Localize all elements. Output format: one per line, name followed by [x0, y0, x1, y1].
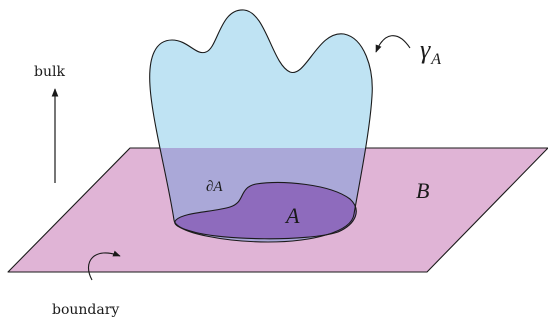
boundary-pointer-arrow — [87, 250, 121, 281]
region-a-label: A — [284, 203, 300, 228]
boundary-label: boundary — [52, 302, 119, 318]
region-b-label: B — [416, 178, 429, 203]
gamma-pointer-arrow — [375, 35, 411, 53]
minimal-surface-upper — [149, 9, 373, 148]
gamma-a-label: γA — [420, 35, 441, 68]
minimal-surface-lower — [149, 148, 373, 242]
surface-rim — [173, 213, 355, 243]
minimal-surface-outline — [149, 9, 373, 221]
gamma-subscript: A — [430, 51, 441, 68]
gamma-symbol: γ — [420, 35, 431, 64]
boundary-of-a-label: ∂A — [206, 179, 223, 195]
region-a — [174, 182, 357, 240]
bulk-label: bulk — [34, 64, 65, 80]
